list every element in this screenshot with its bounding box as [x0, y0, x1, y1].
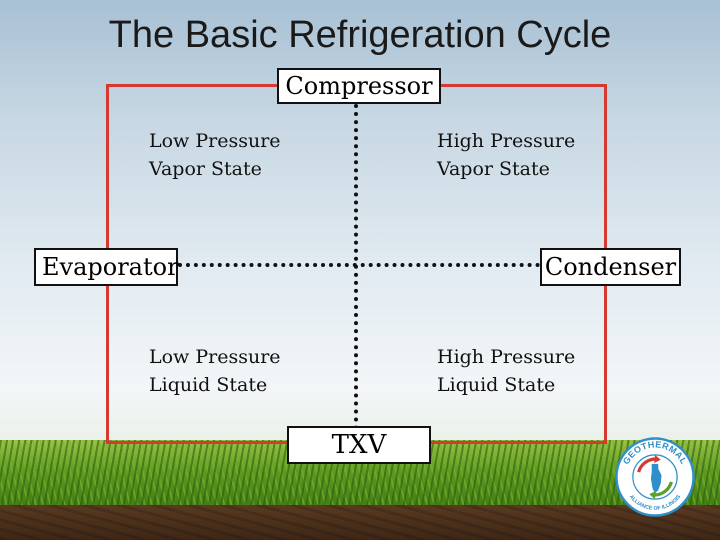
low-pressure-vapor-label: Low Pressure Vapor State [149, 127, 281, 183]
condenser-label: Condenser [544, 253, 677, 281]
txv-box: TXV [287, 426, 431, 464]
illinois-state-icon [650, 463, 662, 494]
high-pressure-liquid-line-1: High Pressure [437, 346, 576, 368]
red-arrow-icon [637, 457, 656, 473]
soil-background [0, 505, 720, 540]
low-pressure-liquid-line-2: Liquid State [149, 374, 268, 396]
green-arrow-icon [654, 481, 673, 497]
low-pressure-liquid-label: Low Pressure Liquid State [149, 343, 281, 399]
high-pressure-vapor-line-1: High Pressure [437, 130, 576, 152]
high-pressure-liquid-label: High Pressure Liquid State [437, 343, 575, 399]
txv-label: TXV [331, 430, 387, 460]
evaporator-label: Evaporator [42, 253, 179, 281]
geothermal-alliance-logo: GEOTHERMAL ALLIANCE OF ILLINOIS [615, 437, 695, 517]
low-pressure-vapor-line-2: Vapor State [149, 158, 262, 180]
horizontal-divider [178, 263, 540, 267]
slide-title: The Basic Refrigeration Cycle [108, 14, 612, 56]
low-pressure-liquid-line-1: Low Pressure [149, 346, 281, 368]
compressor-label: Compressor [285, 72, 433, 100]
vertical-divider [354, 104, 358, 430]
low-pressure-vapor-line-1: Low Pressure [149, 130, 281, 152]
high-pressure-vapor-label: High Pressure Vapor State [437, 127, 575, 183]
high-pressure-liquid-line-2: Liquid State [437, 374, 556, 396]
condenser-box: Condenser [540, 248, 681, 286]
evaporator-box: Evaporator [34, 248, 179, 286]
compressor-box: Compressor [277, 68, 441, 104]
high-pressure-vapor-line-2: Vapor State [437, 158, 550, 180]
